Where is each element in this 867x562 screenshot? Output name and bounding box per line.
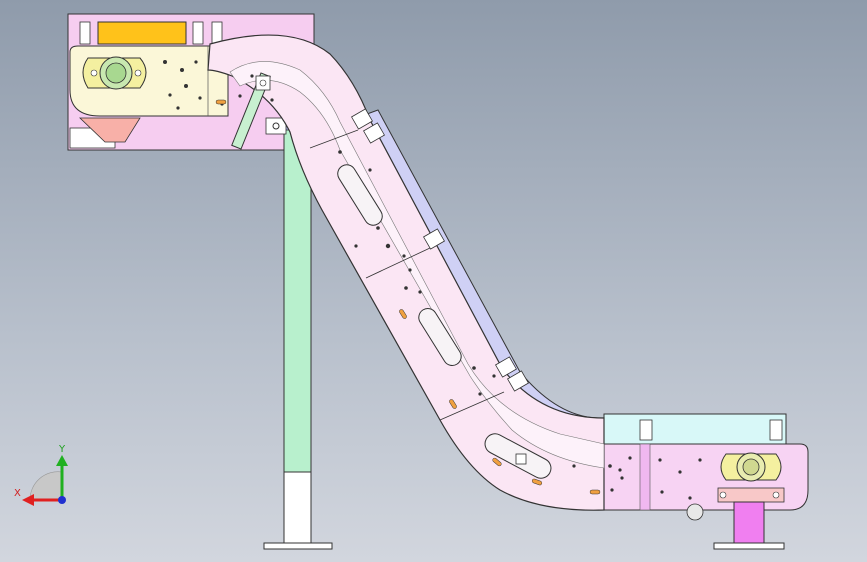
coordinate-triad: Y X — [14, 444, 68, 506]
tensioner-arm — [231, 72, 271, 150]
x-axis-label: X — [14, 488, 21, 499]
y-axis-label: Y — [58, 444, 66, 455]
orange-cover-plate — [97, 21, 187, 45]
bottom-tail-housing — [591, 413, 809, 550]
magenta-block — [733, 501, 765, 545]
cyan-top-bar — [603, 413, 787, 445]
conveyor-chain-body — [207, 34, 624, 511]
red-hopper — [79, 117, 141, 143]
